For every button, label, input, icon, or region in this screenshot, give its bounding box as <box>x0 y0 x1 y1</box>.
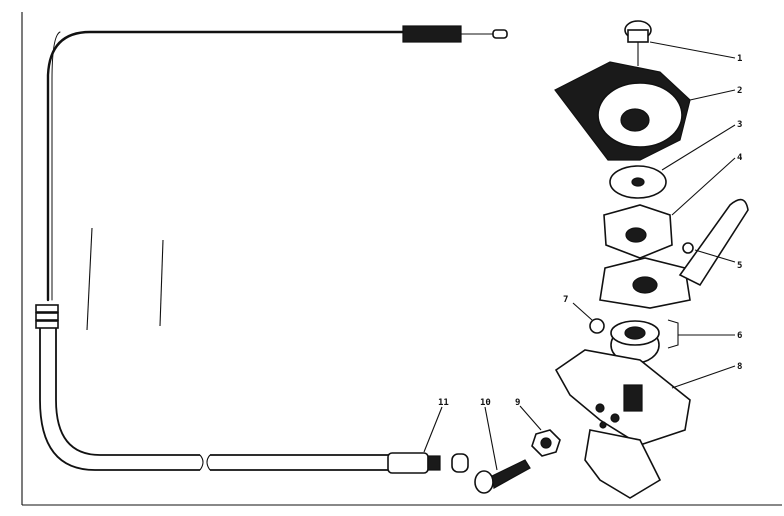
washer <box>609 124 736 199</box>
callout-7: 7 <box>563 295 568 305</box>
callout-10: 10 <box>480 398 491 408</box>
callout-8: 8 <box>737 362 742 372</box>
frame-border <box>21 12 782 506</box>
control-cable <box>35 25 508 471</box>
throttle-knob-housing <box>554 61 736 161</box>
bolt <box>474 406 531 494</box>
cable-spring-sleeve <box>402 25 462 43</box>
callout-2: 2 <box>737 86 742 96</box>
screw <box>624 20 736 66</box>
callout-9: 9 <box>515 398 520 408</box>
throttle-lever <box>599 198 749 309</box>
ball <box>572 302 605 334</box>
cable-collar-ring <box>35 320 59 329</box>
nut <box>519 405 561 457</box>
callout-1: 1 <box>737 54 742 64</box>
spacer-ring <box>610 319 735 364</box>
cable-top-tip <box>492 29 508 39</box>
callout-11: 11 <box>438 398 449 408</box>
callout-3: 3 <box>737 120 742 130</box>
callout-5: 5 <box>737 261 742 271</box>
cable-end-fitting <box>387 406 469 474</box>
cable-collar-ring <box>35 304 59 313</box>
callout-4: 4 <box>737 153 743 163</box>
cable-collar-ring <box>35 312 59 321</box>
mounting-bracket <box>554 349 736 499</box>
callout-6: 6 <box>737 331 742 341</box>
friction-plate <box>603 157 736 259</box>
